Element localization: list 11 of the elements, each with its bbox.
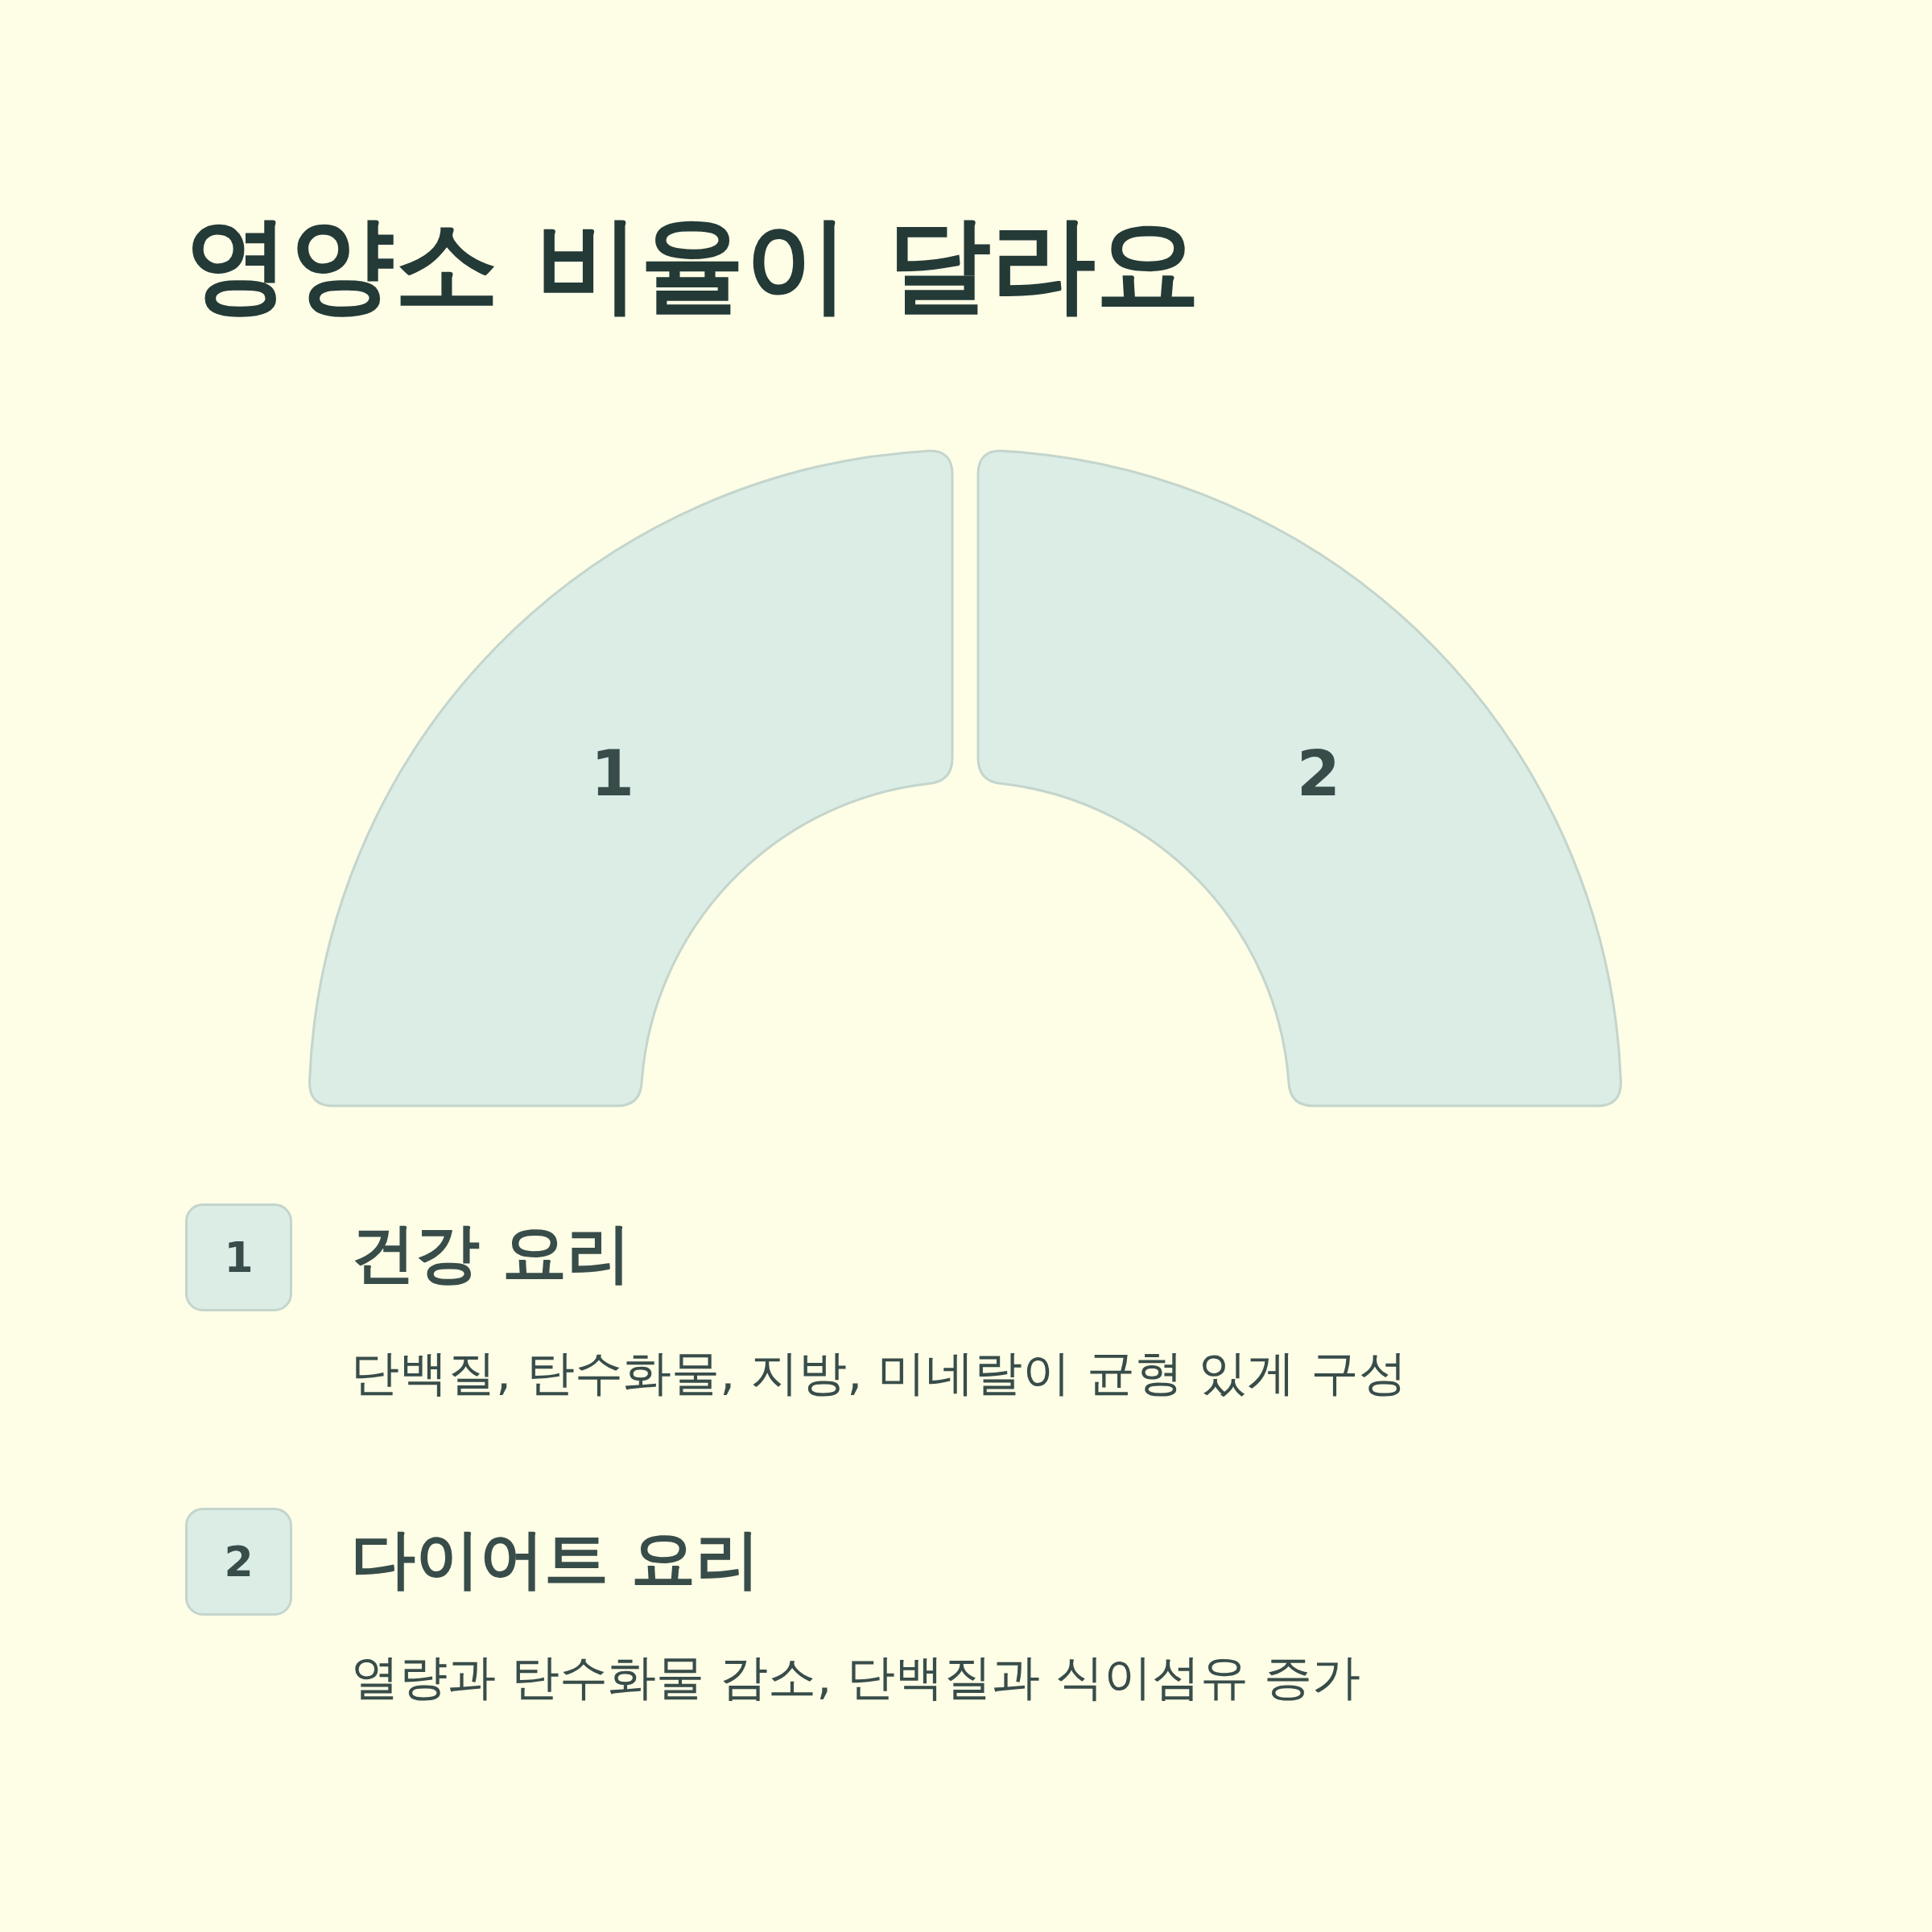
number-badge: 2 <box>185 1508 292 1616</box>
title: 영양소 비율이 달라요 <box>185 202 1200 327</box>
segment-number: 1 <box>590 742 635 805</box>
item-heading: 건강 요리 <box>351 1216 631 1290</box>
donut-segment <box>976 448 1623 1108</box>
item-description: 열량과 탄수화물 감소, 단백질과 식이섬유 증가 <box>351 1648 1361 1706</box>
item-heading: 다이어트 요리 <box>351 1522 760 1596</box>
donut-segment <box>308 448 954 1108</box>
number-badge: 1 <box>185 1203 292 1311</box>
segment-number: 2 <box>1296 742 1341 805</box>
item-description: 단백질, 탄수화물, 지방, 미네랄이 균형 있게 구성 <box>351 1344 1407 1402</box>
